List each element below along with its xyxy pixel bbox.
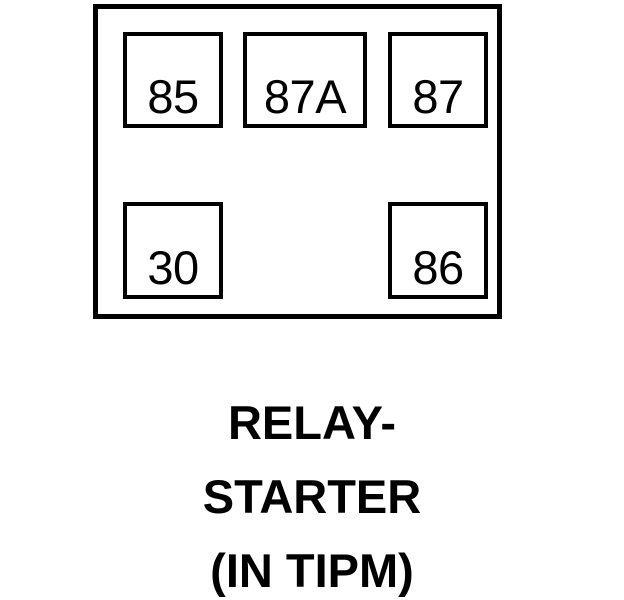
terminal-pad-87a: 87A (243, 32, 367, 128)
relay-body-outline: 85 87A 87 30 86 (93, 4, 502, 319)
terminal-label-87a: 87A (263, 70, 347, 123)
terminal-pad-85: 85 (123, 32, 223, 128)
terminal-label-86: 86 (412, 241, 464, 294)
caption-line-3: (IN TIPM) (210, 544, 414, 597)
diagram-caption: RELAY- STARTER (IN TIPM) (0, 386, 624, 600)
terminal-pad-86: 86 (388, 202, 488, 299)
caption-line-1: RELAY- (227, 396, 397, 449)
terminal-label-30: 30 (147, 241, 199, 294)
terminal-pad-30: 30 (123, 202, 223, 299)
terminal-label-85: 85 (147, 70, 199, 123)
terminal-label-87: 87 (412, 70, 464, 123)
terminal-pad-87: 87 (388, 32, 488, 128)
caption-line-2: STARTER (202, 470, 422, 523)
